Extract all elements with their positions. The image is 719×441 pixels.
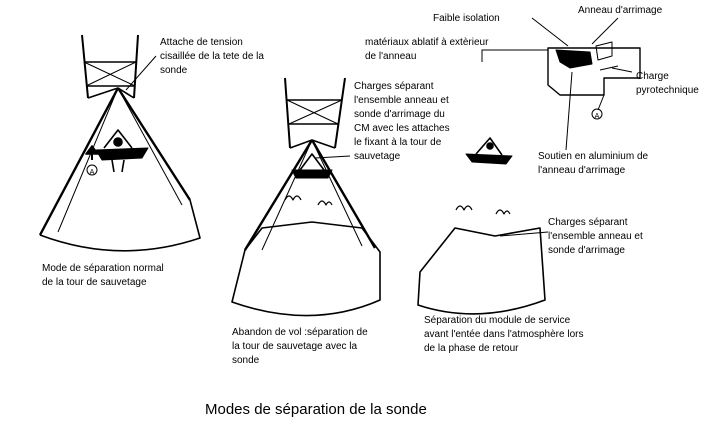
label-charges-ring-probe: Charges séparant l'ensemble anneau et so… [548, 217, 643, 256]
label-low-insulation: Faible isolation [433, 13, 500, 24]
figure-detached-probe [465, 137, 513, 165]
label-charges-ring-probe-cm: Charges séparant l'ensemble anneau et so… [354, 81, 450, 162]
detail-marker-a: A [90, 169, 95, 176]
detail-marker-a: A [595, 113, 600, 120]
diagram-title: Modes de séparation de la sonde [205, 401, 427, 418]
label-normal-separation: Mode de séparation normal de la tour de … [42, 263, 164, 288]
label-abort-separation: Abandon de vol :séparation de la tour de… [232, 327, 368, 366]
figure-abort-separation [231, 77, 381, 317]
figure-service-module-separation [417, 205, 549, 315]
label-shear-tension-tie: Attache de tension cisaillée de la tete … [160, 37, 264, 76]
label-docking-ring: Anneau d'arrimage [578, 5, 663, 16]
detail-docking-ring-section [481, 17, 641, 151]
label-pyro-charge: Charge pyrotechnique [636, 71, 699, 96]
label-ablative-material: matériaux ablatif à extèrieur de l'annea… [365, 37, 489, 62]
figure-normal-separation [38, 34, 201, 252]
label-aluminum-support: Soutien en aluminium de l'anneau d'arrim… [538, 151, 649, 176]
label-service-module-separation: Séparation du module de service avant l'… [424, 315, 584, 354]
